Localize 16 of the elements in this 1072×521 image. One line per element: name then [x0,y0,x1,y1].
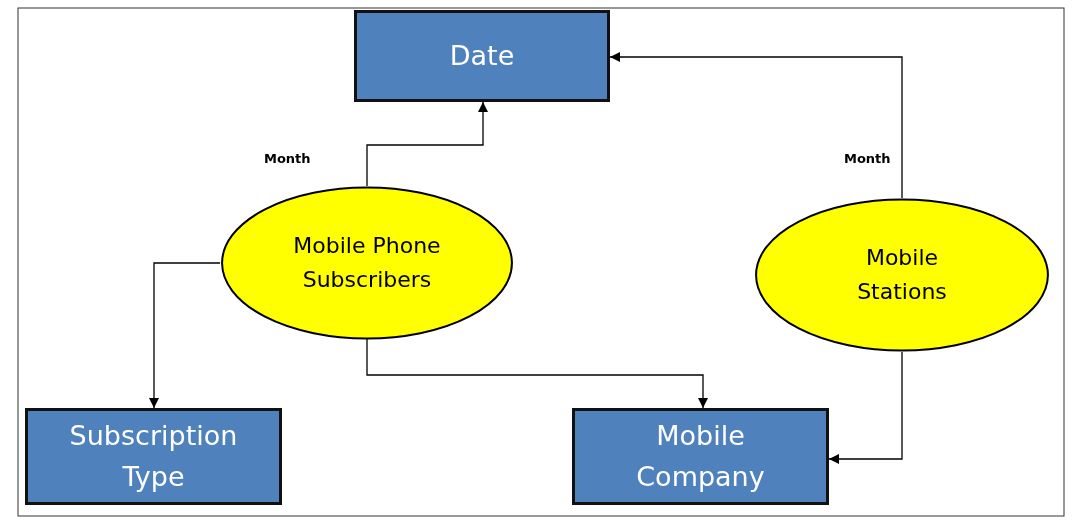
arrow [609,52,903,199]
entity-ellipse [220,186,514,340]
arrow [149,262,221,409]
edge-label: Month [842,151,893,166]
node-label: Subscription Type [68,419,239,494]
arrow [828,351,903,464]
node-label: Mobile Stations [856,243,948,306]
entity-box [25,408,282,505]
entity-box [354,10,610,102]
node-label: Mobile Company [635,419,766,494]
node-label: Date [449,38,515,73]
entity-ellipse [754,198,1050,352]
arrow [366,101,488,187]
edge-label: Month [262,151,313,166]
node-label: Mobile Phone Subscribers [292,231,442,294]
entity-box [572,408,829,505]
